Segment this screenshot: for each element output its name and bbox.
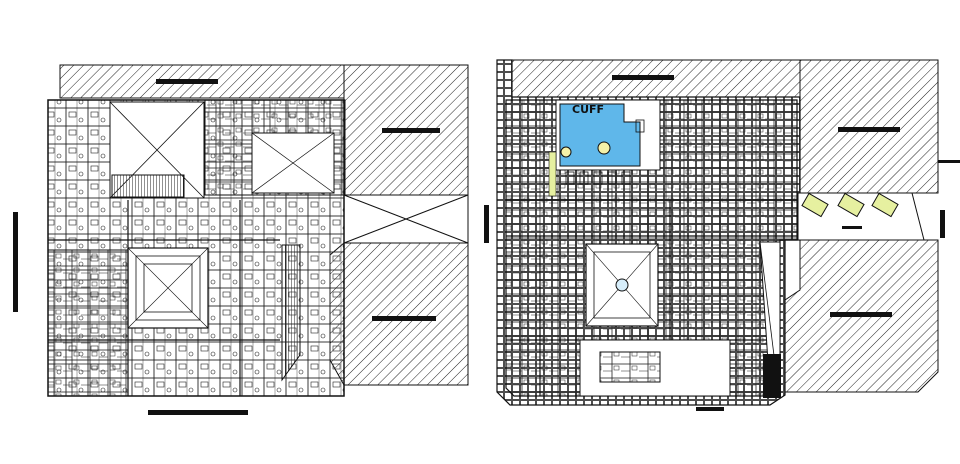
left-ramp (281, 244, 301, 382)
right-left-marker (484, 205, 489, 243)
left-stairs (111, 174, 185, 198)
left-floor-plan (13, 64, 469, 415)
pool-planter (548, 151, 557, 197)
left-lower-lot-label (372, 316, 436, 321)
courtyard-fountain (615, 278, 629, 292)
left-right-lot-label (382, 128, 440, 133)
right-floor-plan: CUFF (484, 59, 960, 411)
pool-loungers (565, 119, 645, 185)
right-plan-caption (696, 407, 724, 411)
right-top-lot-label (612, 75, 674, 80)
right-service-core (763, 354, 781, 398)
pool-lamp (597, 141, 611, 155)
pool-water (559, 103, 641, 167)
right-right-marker (940, 210, 945, 238)
parking-cars (801, 192, 899, 218)
left-vertical-title (13, 212, 18, 312)
left-guest-rooms-wing (47, 249, 129, 397)
right-upper-lot-label (838, 127, 900, 132)
left-top-lot-label (156, 79, 218, 84)
left-plan-caption (148, 410, 248, 415)
right-lower-lot-label (830, 312, 892, 317)
pool-signage: CUFF (572, 103, 604, 116)
right-upper-hatched-lot (799, 59, 939, 194)
left-lower-hatched-lot (329, 242, 469, 386)
pool-lamp (560, 146, 572, 158)
